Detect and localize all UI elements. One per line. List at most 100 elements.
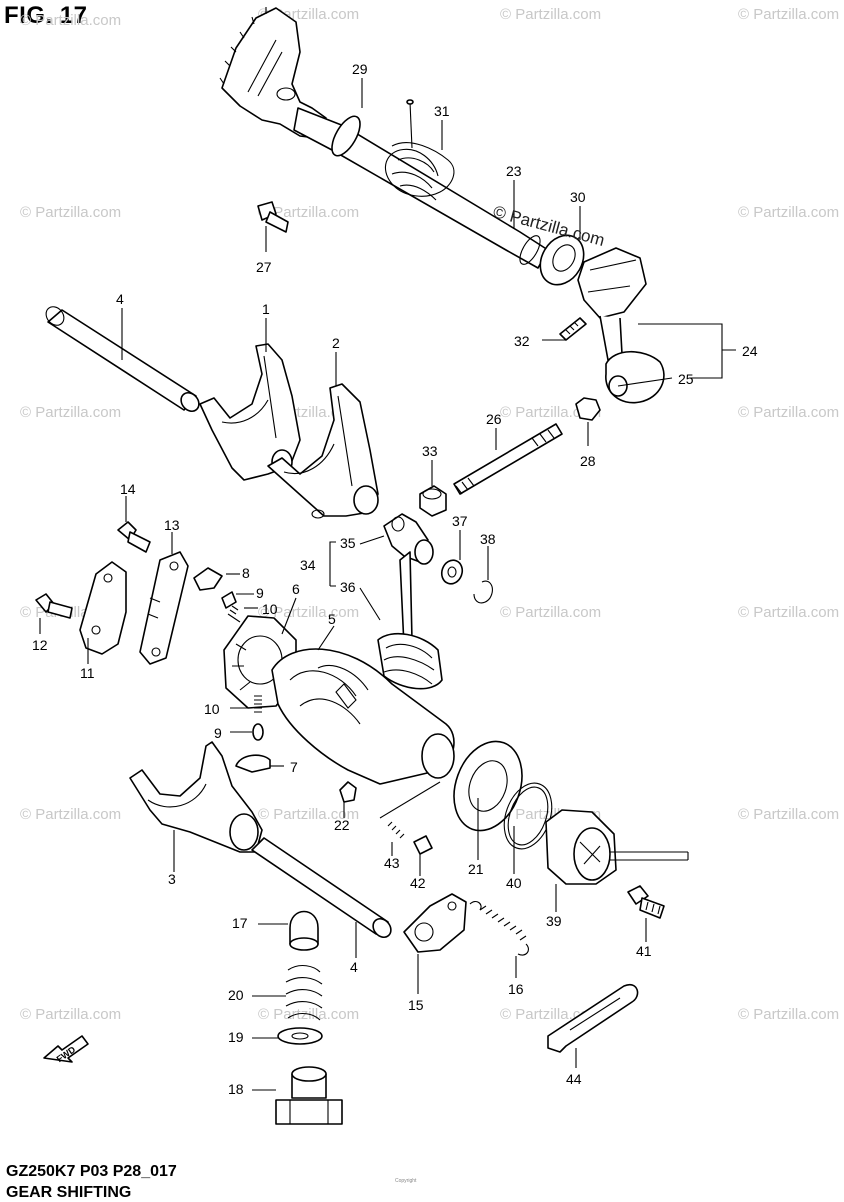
callout-14: 14 [120, 481, 136, 497]
callout-17: 17 [232, 915, 248, 931]
watermark-text: © Partzilla.com [500, 6, 602, 23]
callout-2: 2 [332, 335, 340, 351]
gear-position-switch-part [545, 809, 689, 885]
callout-7: 7 [290, 759, 298, 775]
callout-3: 3 [168, 871, 176, 887]
cam-guide-part [79, 561, 127, 655]
callout-37: 37 [452, 513, 468, 529]
callout-15: 15 [408, 997, 424, 1013]
pin-part [387, 821, 433, 855]
callout-18: 18 [228, 1081, 244, 1097]
bolt-part [559, 317, 587, 341]
circlip-part [473, 580, 493, 604]
gearshift-arm-part [377, 513, 443, 690]
watermark-text: © Partzilla.com [258, 806, 360, 823]
watermark-text: © Partzilla.com [20, 204, 122, 221]
nut-part [575, 397, 601, 421]
callout-35: 35 [340, 535, 356, 551]
callout-22: 22 [334, 817, 350, 833]
callout-41: 41 [636, 943, 652, 959]
figure-title: FIG. 17 [4, 2, 88, 29]
callout-24: 24 [742, 343, 758, 359]
callout-10-top: 10 [262, 601, 278, 617]
callout-44: 44 [566, 1071, 582, 1087]
bolt-small-part [257, 201, 289, 233]
cam-stopper-plate-part [139, 551, 189, 665]
callout-20: 20 [228, 987, 244, 1003]
watermark-text: © Partzilla.com [20, 12, 122, 29]
callout-29: 29 [352, 61, 368, 77]
bolt-part [35, 593, 73, 619]
leader-lines [39, 78, 736, 1091]
callout-43: 43 [384, 855, 400, 871]
spring-part [235, 695, 271, 773]
callout-21: 21 [468, 861, 484, 877]
washer-part [277, 1027, 323, 1045]
pawl-part [193, 567, 241, 623]
watermark-text: © Partzilla.com [20, 1006, 122, 1023]
gearshift-cam-part [271, 648, 455, 819]
shift-fork-part [129, 741, 263, 853]
callout-9-top: 9 [256, 585, 264, 601]
copyright-note: Copyright [395, 1178, 417, 1184]
watermark-text: © Partzilla.com [20, 404, 122, 421]
callout-16: 16 [508, 981, 524, 997]
callout-42: 42 [410, 875, 426, 891]
callout-26: 26 [486, 411, 502, 427]
callout-28: 28 [580, 453, 596, 469]
watermark-text: © Partzilla.com [500, 604, 602, 621]
return-spring-part [384, 99, 455, 201]
spacer-part [419, 485, 447, 517]
watermark-text: © Partzilla.com [258, 604, 360, 621]
callout-31: 31 [434, 103, 450, 119]
watermark-text: © Partzilla.com [500, 404, 602, 421]
bracket-part [547, 983, 639, 1053]
callout-labels: 29 31 23 30 27 4 1 2 32 24 25 26 28 33 1… [32, 61, 758, 1097]
callout-33: 33 [422, 443, 438, 459]
spring-part [285, 964, 323, 1021]
cam-plate-part [403, 893, 467, 953]
shift-fork-part [267, 383, 379, 519]
fork-shaft-part [251, 837, 392, 939]
callout-4-bottom: 4 [350, 959, 358, 975]
callout-1: 1 [262, 301, 270, 317]
bolt-part [117, 521, 151, 553]
callout-8: 8 [242, 565, 250, 581]
callout-4-top: 4 [116, 291, 124, 307]
callout-36: 36 [340, 579, 356, 595]
washer-part [440, 559, 464, 585]
gasket-part [453, 740, 523, 832]
callout-39: 39 [546, 913, 562, 929]
callout-25: 25 [678, 371, 694, 387]
callout-30: 30 [570, 189, 586, 205]
callout-11: 11 [80, 665, 95, 681]
pin-part [339, 781, 357, 803]
shift-shaft-part [219, 7, 549, 269]
callout-10-bottom: 10 [204, 701, 220, 717]
oil-seal-part [539, 234, 585, 286]
watermark-text: © Partzilla.com [738, 6, 840, 23]
watermark-text: © Partzilla.com [258, 204, 360, 221]
plug-bolt-part [275, 1066, 343, 1125]
callout-9-bottom: 9 [214, 725, 222, 741]
fwd-arrow-icon: FWD [43, 1035, 89, 1064]
callout-5: 5 [328, 611, 336, 627]
callout-32: 32 [514, 333, 530, 349]
callout-6: 6 [292, 581, 300, 597]
watermark-text: © Partzilla.com [738, 204, 840, 221]
watermark-text: © Partzilla.com [738, 604, 840, 621]
return-spring-part [469, 901, 529, 956]
stud-bolt-part [453, 423, 563, 495]
model-code: GZ250K7 P03 P28_017 [6, 1163, 177, 1180]
callout-27: 27 [256, 259, 272, 275]
callout-23: 23 [506, 163, 522, 179]
bolt-part [627, 885, 665, 919]
callout-13: 13 [164, 517, 180, 533]
callout-19: 19 [228, 1029, 244, 1045]
section-title: GEAR SHIFTING [6, 1184, 132, 1201]
watermark-text: © Partzilla.com [738, 1006, 840, 1023]
watermark-text: © Partzilla.com [738, 806, 840, 823]
watermark-text: © Partzilla.com [738, 404, 840, 421]
callout-40: 40 [506, 875, 522, 891]
